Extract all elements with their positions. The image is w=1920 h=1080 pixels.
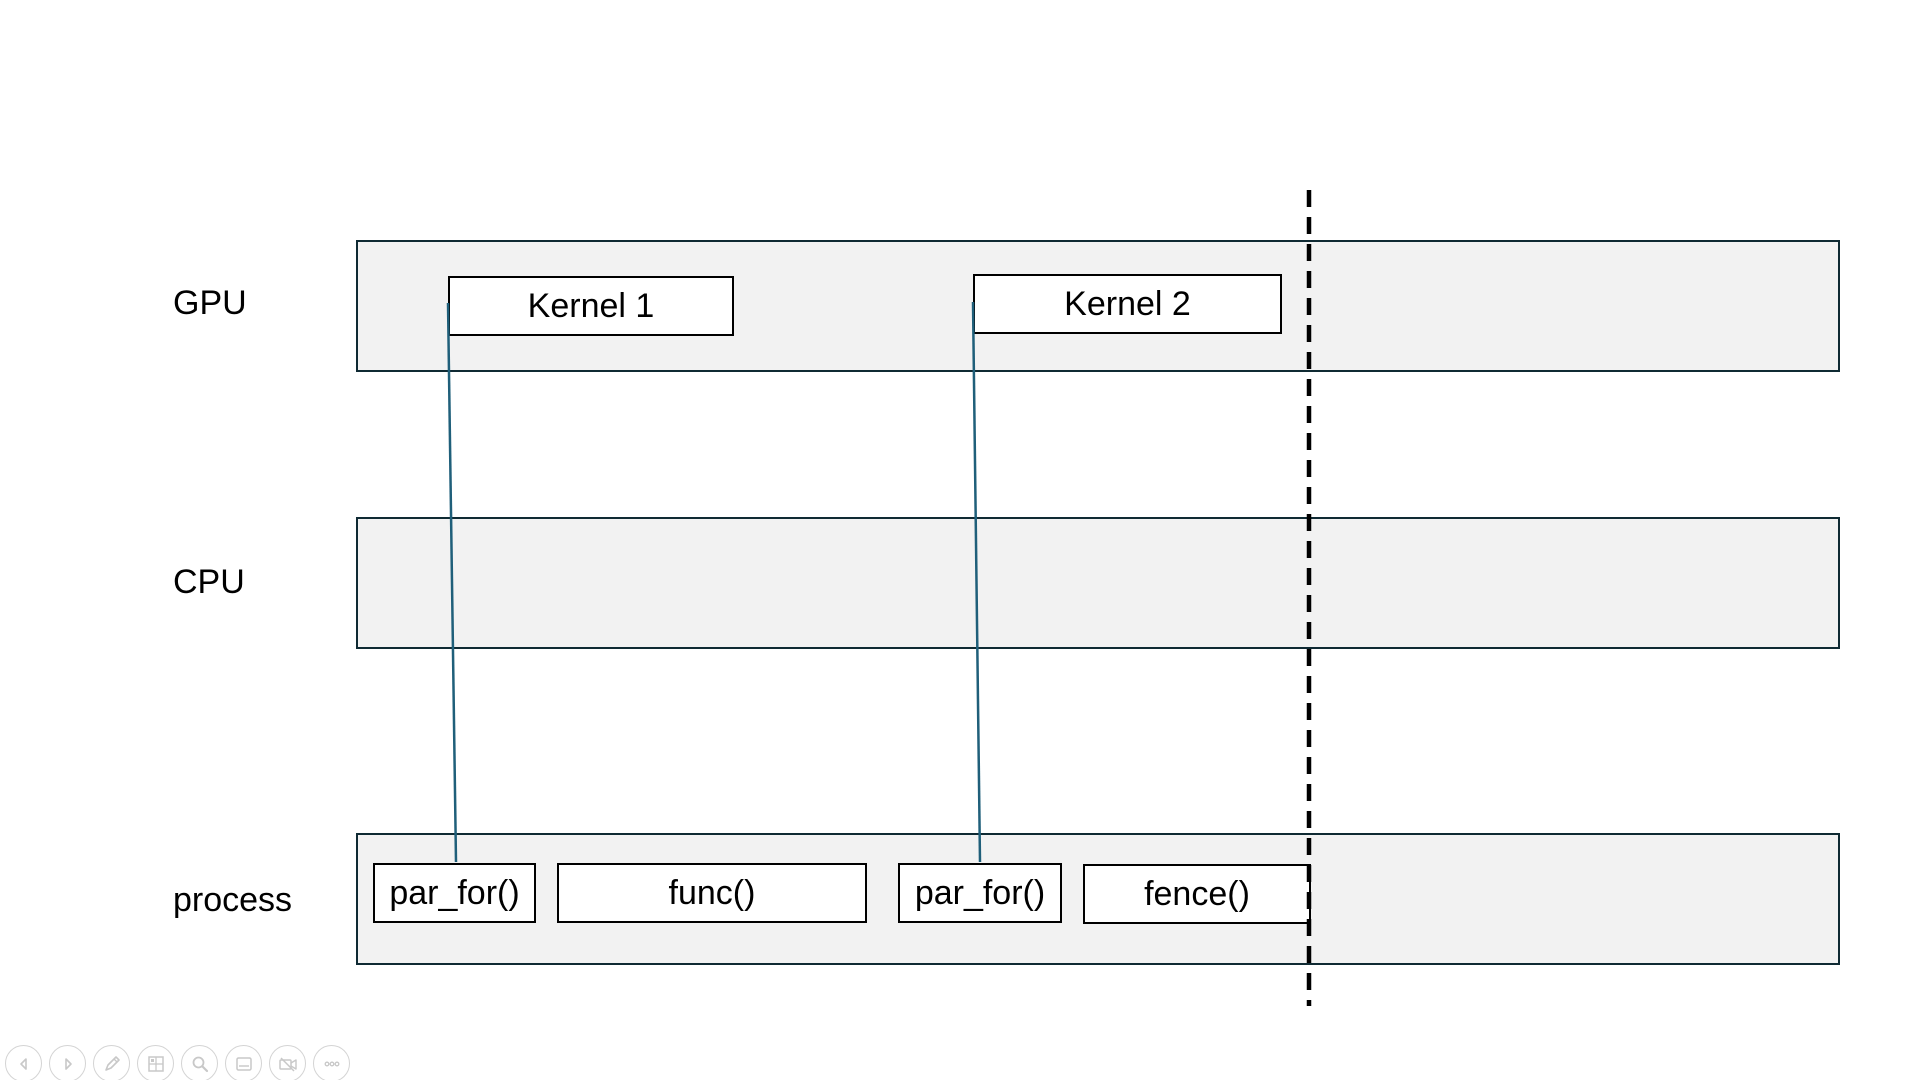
more-options-button[interactable] xyxy=(313,1045,350,1080)
cpu-lane xyxy=(356,517,1840,649)
cpu-lane-label: CPU xyxy=(173,563,245,601)
presenter-toolbar xyxy=(5,1045,350,1080)
gpu-lane-label: GPU xyxy=(173,284,247,322)
more-options-icon xyxy=(324,1061,339,1066)
process-lane-label: process xyxy=(173,881,293,919)
slides-grid-icon xyxy=(147,1055,164,1072)
subtitles-button[interactable] xyxy=(225,1045,262,1080)
see-all-slides-button[interactable] xyxy=(137,1045,174,1080)
kernel-1-box: Kernel 1 xyxy=(448,276,734,336)
pen-tool-button[interactable] xyxy=(93,1045,130,1080)
kernel-2-box: Kernel 2 xyxy=(973,274,1282,334)
previous-slide-button[interactable] xyxy=(5,1045,42,1080)
par-for-2-box: par_for() xyxy=(898,863,1062,923)
fence-box: fence() xyxy=(1083,864,1311,924)
func-box: func() xyxy=(557,863,867,923)
camera-toggle-button[interactable] xyxy=(269,1045,306,1080)
zoom-icon xyxy=(192,1056,208,1072)
process-lane: par_for() func() par_for() fence() xyxy=(356,833,1840,965)
previous-icon xyxy=(19,1057,27,1070)
next-icon xyxy=(64,1057,72,1070)
subtitles-icon xyxy=(235,1056,252,1071)
camera-off-icon xyxy=(278,1056,297,1072)
pen-icon xyxy=(104,1055,120,1071)
par-for-1-box: par_for() xyxy=(373,863,536,923)
gpu-lane: Kernel 1 Kernel 2 xyxy=(356,240,1840,372)
next-slide-button[interactable] xyxy=(49,1045,86,1080)
zoom-button[interactable] xyxy=(181,1045,218,1080)
